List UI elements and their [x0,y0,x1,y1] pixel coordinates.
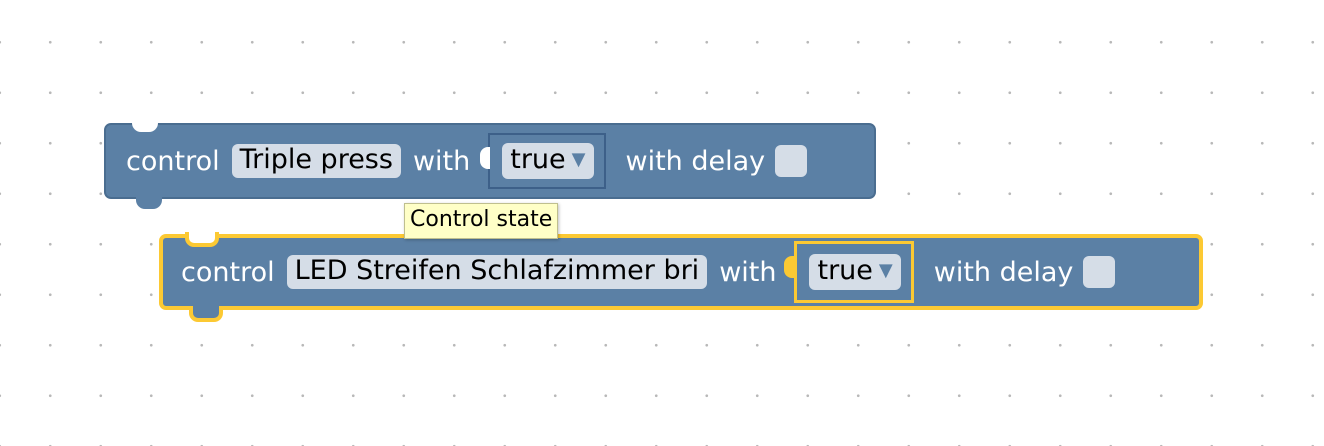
with-delay-label: with delay [625,145,766,177]
with-delay-label: with delay [933,256,1074,288]
control-block-led-streifen[interactable]: control LED Streifen Schlafzimmer bri wi… [159,232,1203,322]
control-target-field[interactable]: LED Streifen Schlafzimmer bri [286,255,708,289]
next-connection-tab [189,306,223,322]
next-connection-tab [136,197,162,209]
with-label: with [719,256,777,288]
control-block-triple-press[interactable]: control Triple press with true ▼ with de… [104,121,876,209]
dropdown-arrow-icon: ▼ [571,149,586,170]
block-keyword: control [181,256,275,288]
block-keyword: control [126,145,220,177]
tooltip: Control state [404,203,559,239]
dropdown-arrow-icon: ▼ [878,260,893,281]
dropdown-value: true [510,144,566,175]
previous-connection-notch [132,121,158,132]
previous-connection-notch [185,232,219,247]
with-label: with [412,145,471,177]
value-input-socket[interactable]: true ▼ [784,241,914,303]
delay-checkbox[interactable] [775,145,808,177]
dropdown-value: true [817,255,873,286]
puzzle-connector [784,256,795,278]
control-target-field[interactable]: Triple press [231,144,401,178]
value-input-socket[interactable]: true ▼ [480,133,606,189]
delay-checkbox[interactable] [1083,256,1116,288]
puzzle-connector [480,147,491,169]
value-dropdown[interactable]: true ▼ [809,254,901,290]
value-dropdown[interactable]: true ▼ [502,143,594,179]
